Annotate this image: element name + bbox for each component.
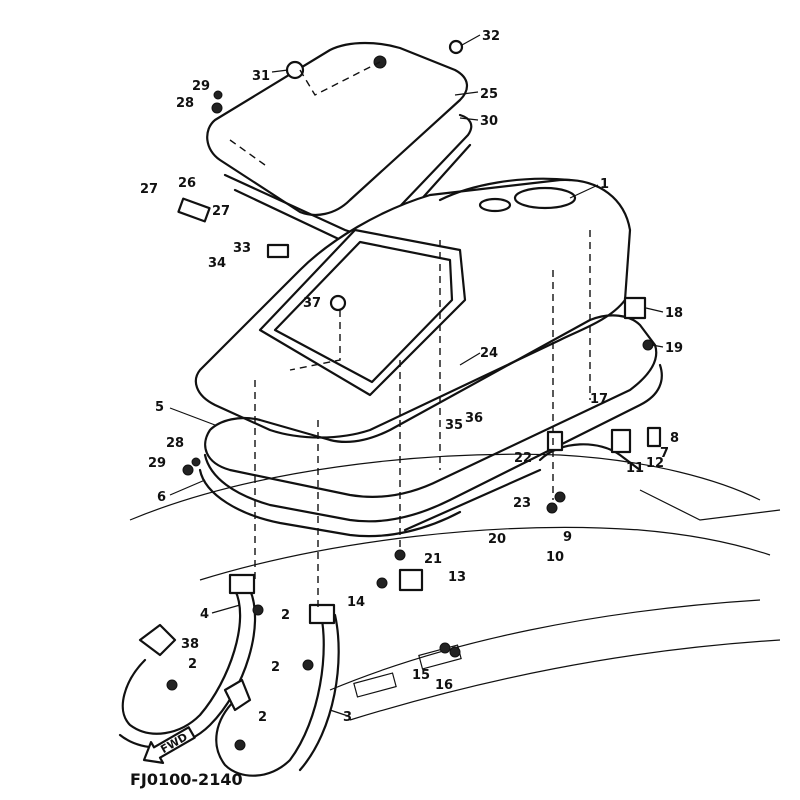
callout: 4: [200, 607, 209, 622]
callout: 18: [665, 306, 683, 321]
callout: 5: [155, 400, 164, 415]
callout: 23: [513, 496, 531, 511]
leader-lines: [169, 34, 664, 717]
callout: 25: [480, 87, 498, 102]
callout: 22: [514, 451, 532, 466]
callout: 9: [563, 530, 572, 545]
callout: 7: [660, 446, 669, 461]
callout: 35: [445, 418, 463, 433]
callout: 1: [600, 177, 609, 192]
callout: 6: [157, 490, 166, 505]
callout: 34: [208, 256, 226, 271]
callout: 27: [212, 204, 230, 219]
callout: 3: [343, 710, 352, 725]
callout: 31: [252, 69, 270, 84]
callout: 2: [188, 657, 197, 672]
callout: 28: [166, 436, 184, 451]
drawing-code: FJ0100-2140: [130, 770, 243, 789]
callout: 28: [176, 96, 194, 111]
guide-lines: [229, 61, 591, 610]
callout: 37: [303, 296, 321, 311]
hull-outline: [129, 453, 781, 721]
callout: 2: [258, 710, 267, 725]
handle-4: [121, 588, 242, 735]
callout: 33: [233, 241, 251, 256]
callout: 8: [670, 431, 679, 446]
vent: [513, 186, 577, 210]
callout: 17: [590, 392, 608, 407]
handle-3: [215, 608, 325, 777]
frame-6: [203, 363, 663, 523]
callout: 15: [412, 668, 430, 683]
callout: 12: [646, 456, 664, 471]
callout: 30: [480, 114, 498, 129]
callout: 27: [140, 182, 158, 197]
callout: 14: [347, 595, 365, 610]
callout: 19: [665, 341, 683, 356]
callout: 13: [448, 570, 466, 585]
callout: 29: [148, 456, 166, 471]
callout: 36: [465, 411, 483, 426]
callout: 21: [424, 552, 442, 567]
callout: 24: [480, 346, 498, 361]
callout: 26: [178, 176, 196, 191]
hatch-opening: [258, 228, 467, 397]
small-parts: [138, 39, 662, 751]
callout: 32: [482, 29, 500, 44]
callout: 20: [488, 532, 506, 547]
callout: 2: [281, 608, 290, 623]
callout-labels: 31 32 29 28 25 30 1 27 26 27 33 34 18 19…: [140, 29, 683, 725]
callout: 29: [192, 79, 210, 94]
callout: 16: [435, 678, 453, 693]
callout: 10: [546, 550, 564, 565]
callout: 2: [271, 660, 280, 675]
lid-25: [206, 41, 468, 216]
callout: 38: [181, 637, 199, 652]
callout: 11: [626, 461, 644, 476]
